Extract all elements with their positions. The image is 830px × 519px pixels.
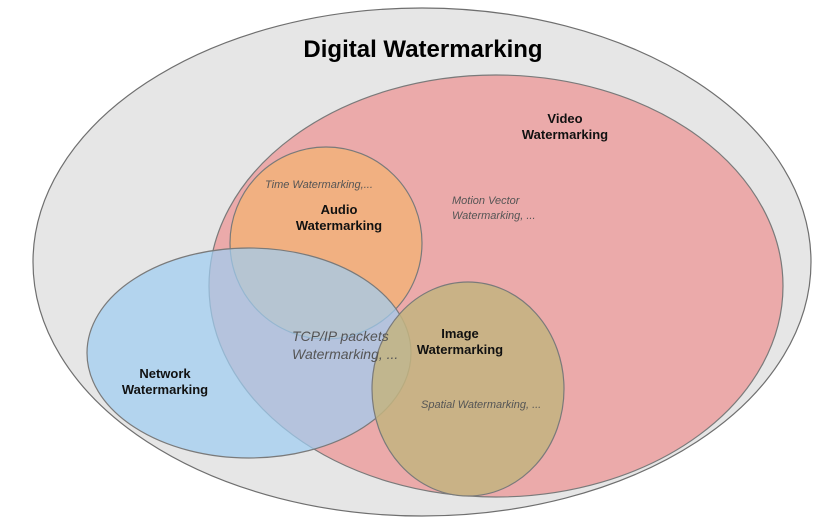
audio-label-line-1: Audio [321,202,358,217]
network-example-line-2: Watermarking, ... [292,346,398,362]
audio-label-line-2: Watermarking [296,218,382,233]
video-label-line-1: Video [547,111,582,126]
image-label-line-1: Image [441,326,479,341]
network-example-line-1: TCP/IP packets [292,328,389,344]
image-watermarking-ellipse [371,281,565,497]
image-example: Spatial Watermarking, ... [421,399,541,411]
network-label-line-1: Network [139,366,191,381]
diagram-title: Digital Watermarking [303,36,542,63]
video-label-line-2: Watermarking [522,127,608,142]
video-example-line-2: Watermarking, ... [452,210,536,222]
image-label-line-2: Watermarking [417,342,503,357]
video-example-line-1: Motion Vector [452,195,521,207]
audio-example: Time Watermarking,... [265,179,373,191]
network-label-line-2: Watermarking [122,382,208,397]
